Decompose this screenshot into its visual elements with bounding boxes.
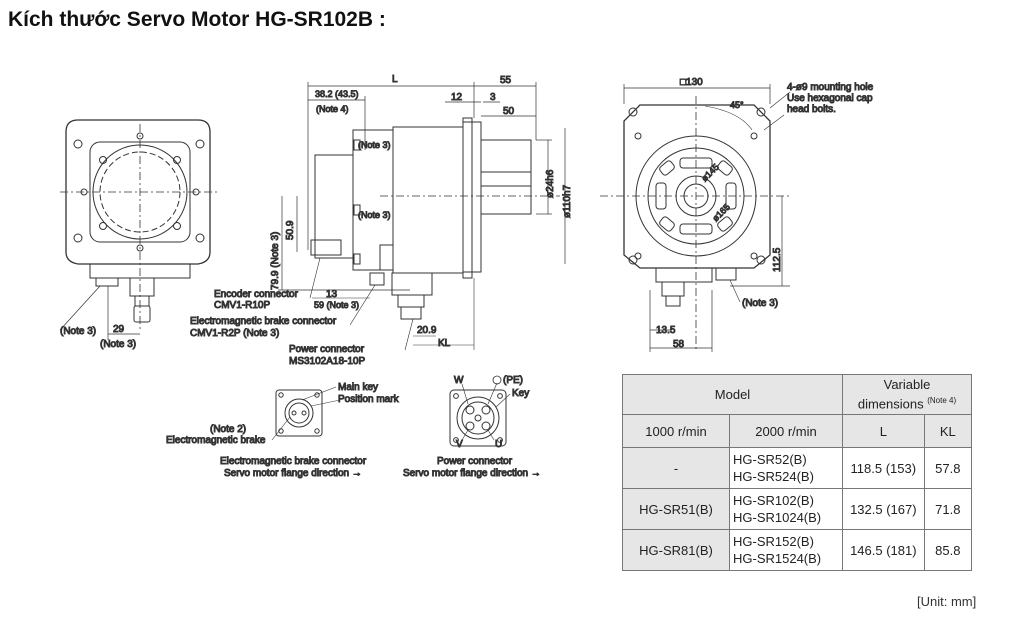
- table-cell-KL: 57.8: [923, 447, 973, 489]
- side-dim-12: 12: [451, 92, 463, 103]
- flange-view: [600, 84, 791, 352]
- mounting-hole-label-3: head bolts.: [787, 104, 836, 115]
- power-pin-U: U: [495, 439, 502, 450]
- flange-angle-45: 45°: [730, 100, 744, 110]
- power-key-label: Key: [512, 388, 529, 399]
- brake-connector-label: Electromagnetic brake connector: [190, 316, 337, 327]
- power-pin-W: W: [454, 375, 464, 386]
- unit-label: [Unit: mm]: [917, 594, 977, 609]
- table-cell-KL: 85.8: [923, 529, 973, 571]
- power-conn-caption-1: Power connector: [437, 456, 513, 467]
- flange-dim-130: □130: [680, 77, 703, 88]
- table-header-variable-1: Variable: [883, 376, 931, 392]
- table-cell-2000-a: HG-SR102(B): [733, 493, 814, 508]
- encoder-connector-label: Encoder connector: [214, 289, 299, 300]
- table-cell-2000-b: HG-SR1524(B): [733, 551, 822, 566]
- table-cell-L: 118.5 (153): [842, 447, 925, 489]
- table-row: - HG-SR52(B) HG-SR524(B) 118.5 (153) 57.…: [622, 447, 973, 489]
- power-pin-V: V: [456, 439, 463, 450]
- power-pin-PE: (PE): [503, 375, 523, 386]
- side-note4: (Note 4): [316, 104, 349, 114]
- side-dim-59: 59 (Note 3): [314, 300, 359, 310]
- power-connector-label: Power connector: [289, 344, 365, 355]
- table-header-variable: Variable dimensions (Note 4): [842, 374, 972, 415]
- table-cell-2000-b: HG-SR524(B): [733, 469, 814, 484]
- brake-conn-caption-1: Electromagnetic brake connector: [220, 456, 367, 467]
- side-note3-top: (Note 3): [358, 140, 391, 150]
- flange-dim-58: 58: [673, 339, 685, 350]
- table-header-variable-2: dimensions: [857, 396, 924, 412]
- power-connector-detail: [449, 375, 511, 447]
- flange-dim-145: ø145: [699, 162, 721, 184]
- power-connector-model: MS3102A18-10P: [289, 356, 365, 367]
- flange-dim-112-5: 112.5: [772, 247, 783, 272]
- table-row: HG-SR51(B) HG-SR102(B) HG-SR1024(B) 132.…: [622, 488, 973, 530]
- table-header-2000: 2000 r/min: [729, 414, 843, 448]
- table-cell-1000: HG-SR51(B): [622, 488, 730, 530]
- position-mark-label: Position mark: [338, 394, 400, 405]
- table-header-L: L: [842, 414, 925, 448]
- side-dim-13: 13: [326, 289, 338, 300]
- table-row: HG-SR81(B) HG-SR152(B) HG-SR1524(B) 146.…: [622, 529, 973, 571]
- page-title: Kích thước Servo Motor HG-SR102B :: [8, 8, 386, 31]
- side-shaft-d110: ø110h7: [562, 184, 573, 218]
- brake-conn-caption-2: Servo motor flange direction →: [224, 468, 362, 479]
- em-brake-label: Electromagnetic brake: [166, 435, 266, 446]
- table-cell-1000: HG-SR81(B): [622, 529, 730, 571]
- mounting-hole-label-2: Use hexagonal cap: [787, 93, 873, 104]
- table-cell-2000: HG-SR152(B) HG-SR1524(B): [729, 529, 843, 571]
- side-dim-55: 55: [500, 75, 512, 86]
- side-dim-79: 79.9 (Note 3): [270, 232, 281, 290]
- power-conn-caption-2: Servo motor flange direction →: [403, 468, 541, 479]
- flange-note3: (Note 3): [742, 298, 778, 309]
- side-shaft-d24: ø24h6: [545, 169, 556, 198]
- side-view: [278, 82, 566, 351]
- front-note3b-label: (Note 3): [100, 339, 136, 350]
- model-dimension-table: Model Variable dimensions (Note 4) 1000 …: [622, 374, 973, 571]
- main-key-label: Main key: [338, 382, 378, 393]
- side-dim-50: 50: [503, 106, 515, 117]
- table-cell-L: 132.5 (167): [842, 488, 925, 530]
- side-dim-KL: KL: [438, 338, 451, 349]
- encoder-connector-model: CMV1-R10P: [214, 300, 270, 311]
- side-dim-L: L: [392, 74, 398, 85]
- table-header-model: Model: [622, 374, 843, 415]
- side-dim-38: 38.2 (43.5): [315, 89, 359, 99]
- table-header-1000: 1000 r/min: [622, 414, 730, 448]
- front-note3-label: (Note 3): [60, 326, 96, 337]
- front-dim-29: 29: [113, 324, 125, 335]
- table-header-KL: KL: [923, 414, 973, 448]
- table-cell-2000-b: HG-SR1024(B): [733, 510, 822, 525]
- flange-dim-13-5: 13.5: [656, 325, 676, 336]
- side-dim-50-9: 50.9: [285, 220, 296, 240]
- table-cell-2000-a: HG-SR52(B): [733, 452, 807, 467]
- brake-connector-detail: [271, 386, 341, 441]
- side-dim-20-9: 20.9: [417, 325, 437, 336]
- side-note3-mid: (Note 3): [358, 210, 391, 220]
- mounting-hole-label-1: 4-ø9 mounting hole: [787, 82, 874, 93]
- table-cell-KL: 71.8: [923, 488, 973, 530]
- front-view: [59, 119, 218, 340]
- table-cell-2000-a: HG-SR152(B): [733, 534, 814, 549]
- brake-connector-model: CMV1-R2P (Note 3): [190, 328, 279, 339]
- table-cell-L: 146.5 (181): [842, 529, 925, 571]
- brake-note2-label: (Note 2): [210, 424, 246, 435]
- table-header-note4: (Note 4): [927, 395, 957, 405]
- table-cell-2000: HG-SR102(B) HG-SR1024(B): [729, 488, 843, 530]
- table-cell-2000: HG-SR52(B) HG-SR524(B): [729, 447, 843, 489]
- table-cell-1000: -: [622, 447, 730, 489]
- side-dim-3: 3: [490, 92, 496, 103]
